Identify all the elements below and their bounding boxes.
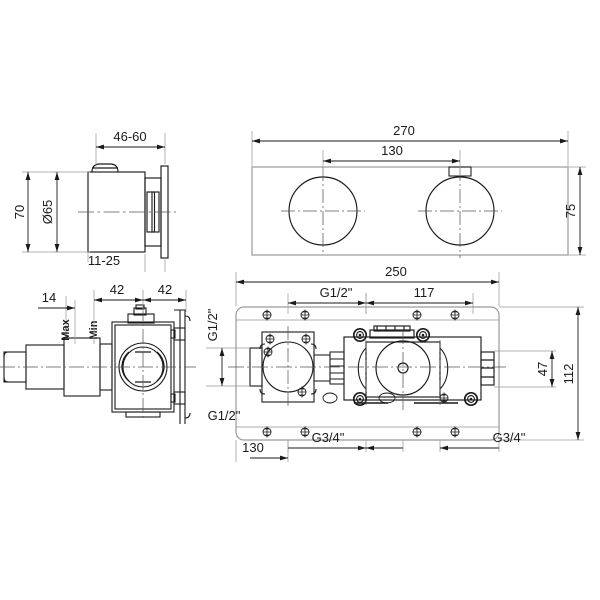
dimension-117-label: 117 bbox=[414, 285, 435, 300]
thread-label-g12-left-vertical: G1/2" bbox=[205, 308, 250, 387]
dimension-42-right: 42 bbox=[143, 282, 187, 312]
dimension-112-label: 112 bbox=[561, 364, 576, 385]
thread-label-g12-top-text: G1/2" bbox=[320, 285, 353, 300]
dimension-75: 75 bbox=[563, 166, 586, 256]
front-plate-outline bbox=[251, 166, 569, 256]
dimension-42-left-label: 42 bbox=[110, 282, 124, 297]
dimension-270-label: 270 bbox=[393, 123, 415, 138]
dimension-42-right-label: 42 bbox=[158, 282, 172, 297]
dimension-75-label: 75 bbox=[563, 204, 578, 218]
dimension-270: 270 bbox=[251, 123, 569, 166]
dimension-11-25: 11-25 bbox=[87, 252, 166, 272]
dimension-14-label: 14 bbox=[42, 290, 56, 305]
dimension-117: 117 bbox=[365, 285, 474, 314]
view-valve-side: 14 Max Min 42 42 bbox=[0, 282, 196, 424]
thread-label-g34-right-text: G3/4" bbox=[493, 430, 526, 445]
dimension-130-bottom-label: 130 bbox=[242, 440, 264, 455]
dimension-47: 47 bbox=[494, 350, 556, 388]
view-front-plate: 270 130 75 bbox=[251, 123, 586, 258]
dimension-112: 112 bbox=[499, 306, 584, 441]
view-side-section: 46-60 70 Ø65 11-25 bbox=[12, 129, 176, 272]
dimension-42-left: 42 bbox=[93, 282, 144, 344]
dimension-diameter-65: Ø65 bbox=[40, 171, 60, 253]
thread-label-g34-left-text: G3/4" bbox=[312, 430, 345, 445]
dimension-130: 130 bbox=[322, 143, 461, 176]
dimension-250: 250 bbox=[235, 264, 500, 306]
dimension-130-label: 130 bbox=[381, 143, 403, 158]
dimension-11-25-label: 11-25 bbox=[88, 253, 120, 268]
dimension-diameter-65-label: Ø65 bbox=[40, 200, 55, 225]
dimension-47-label: 47 bbox=[535, 362, 550, 376]
small-ports bbox=[322, 392, 449, 404]
dimension-14: 14 bbox=[38, 290, 76, 344]
dimension-46-60: 46-60 bbox=[95, 129, 166, 170]
dimension-46-60-label: 46-60 bbox=[113, 129, 146, 144]
mounting-frame-inner bbox=[235, 319, 500, 428]
dimension-70: 70 bbox=[12, 171, 90, 253]
thread-label-g34-left: G3/4" bbox=[287, 430, 404, 452]
view-valve-plan: 250 G1/2" 117 G1/2" G1/2" bbox=[205, 264, 584, 462]
annotation-max: Max bbox=[60, 318, 72, 340]
dimension-70-label: 70 bbox=[12, 205, 27, 219]
thread-label-g34-right: G3/4" bbox=[439, 430, 526, 452]
thread-label-g12-left-vertical-text: G1/2" bbox=[205, 308, 220, 341]
thread-label-g12-left-lower-text: G1/2" bbox=[208, 408, 241, 423]
dimension-250-label: 250 bbox=[385, 264, 407, 279]
